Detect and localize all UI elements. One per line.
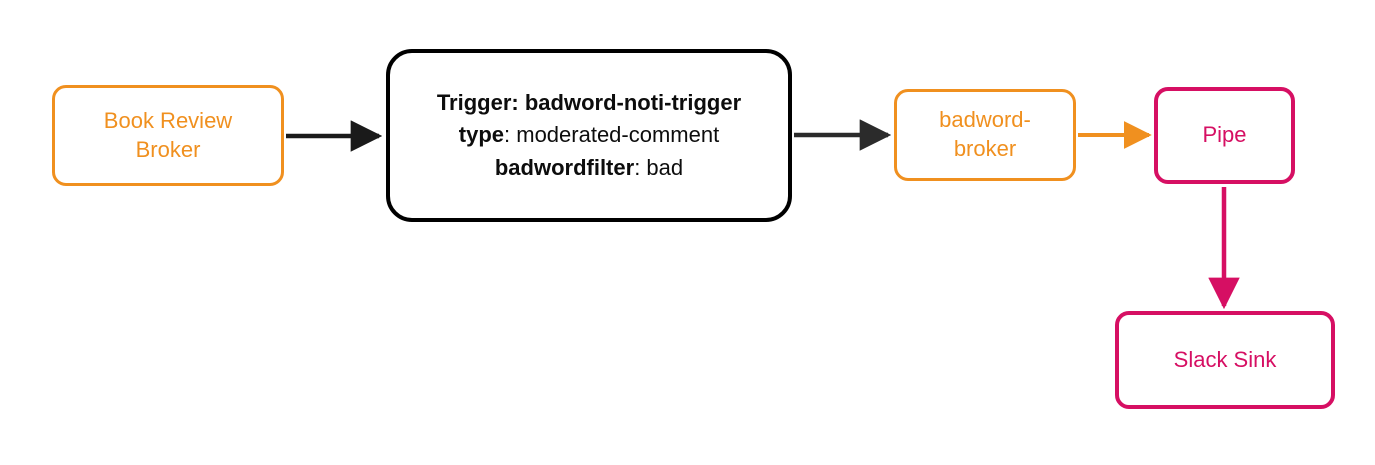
trigger-filter-value: : bad bbox=[634, 154, 684, 180]
node-label: Slack Sink bbox=[1166, 346, 1285, 375]
node-pipe[interactable]: Pipe bbox=[1154, 87, 1295, 184]
node-label: badword- broker bbox=[931, 106, 1039, 163]
node-book-review-broker[interactable]: Book Review Broker bbox=[52, 85, 284, 186]
node-label-line: badword- bbox=[939, 107, 1031, 133]
trigger-line-filter: badwordfilter: bad bbox=[437, 154, 741, 183]
trigger-text-block: Trigger: badword-noti-trigger type: mode… bbox=[423, 89, 755, 183]
node-badword-broker[interactable]: badword- broker bbox=[894, 89, 1076, 181]
node-label-line: Slack Sink bbox=[1173, 346, 1277, 372]
node-label: Book Review Broker bbox=[96, 107, 240, 164]
node-label-line: Book Review bbox=[103, 107, 233, 133]
node-label: Pipe bbox=[1194, 121, 1254, 150]
node-label-line: Pipe bbox=[1202, 122, 1247, 148]
trigger-type-key: type bbox=[458, 122, 505, 148]
trigger-filter-key: badwordfilter bbox=[494, 154, 635, 180]
trigger-line-name: Trigger: badword-noti-trigger bbox=[437, 89, 741, 118]
node-label-line: Broker bbox=[135, 136, 201, 162]
trigger-line-type: type: moderated-comment bbox=[437, 121, 741, 150]
node-label-line: broker bbox=[953, 136, 1017, 161]
trigger-type-value: : moderated-comment bbox=[504, 122, 720, 148]
trigger-name-label: Trigger: badword-noti-trigger bbox=[436, 89, 742, 115]
node-slack-sink[interactable]: Slack Sink bbox=[1115, 311, 1335, 409]
node-trigger[interactable]: Trigger: badword-noti-trigger type: mode… bbox=[386, 49, 792, 222]
